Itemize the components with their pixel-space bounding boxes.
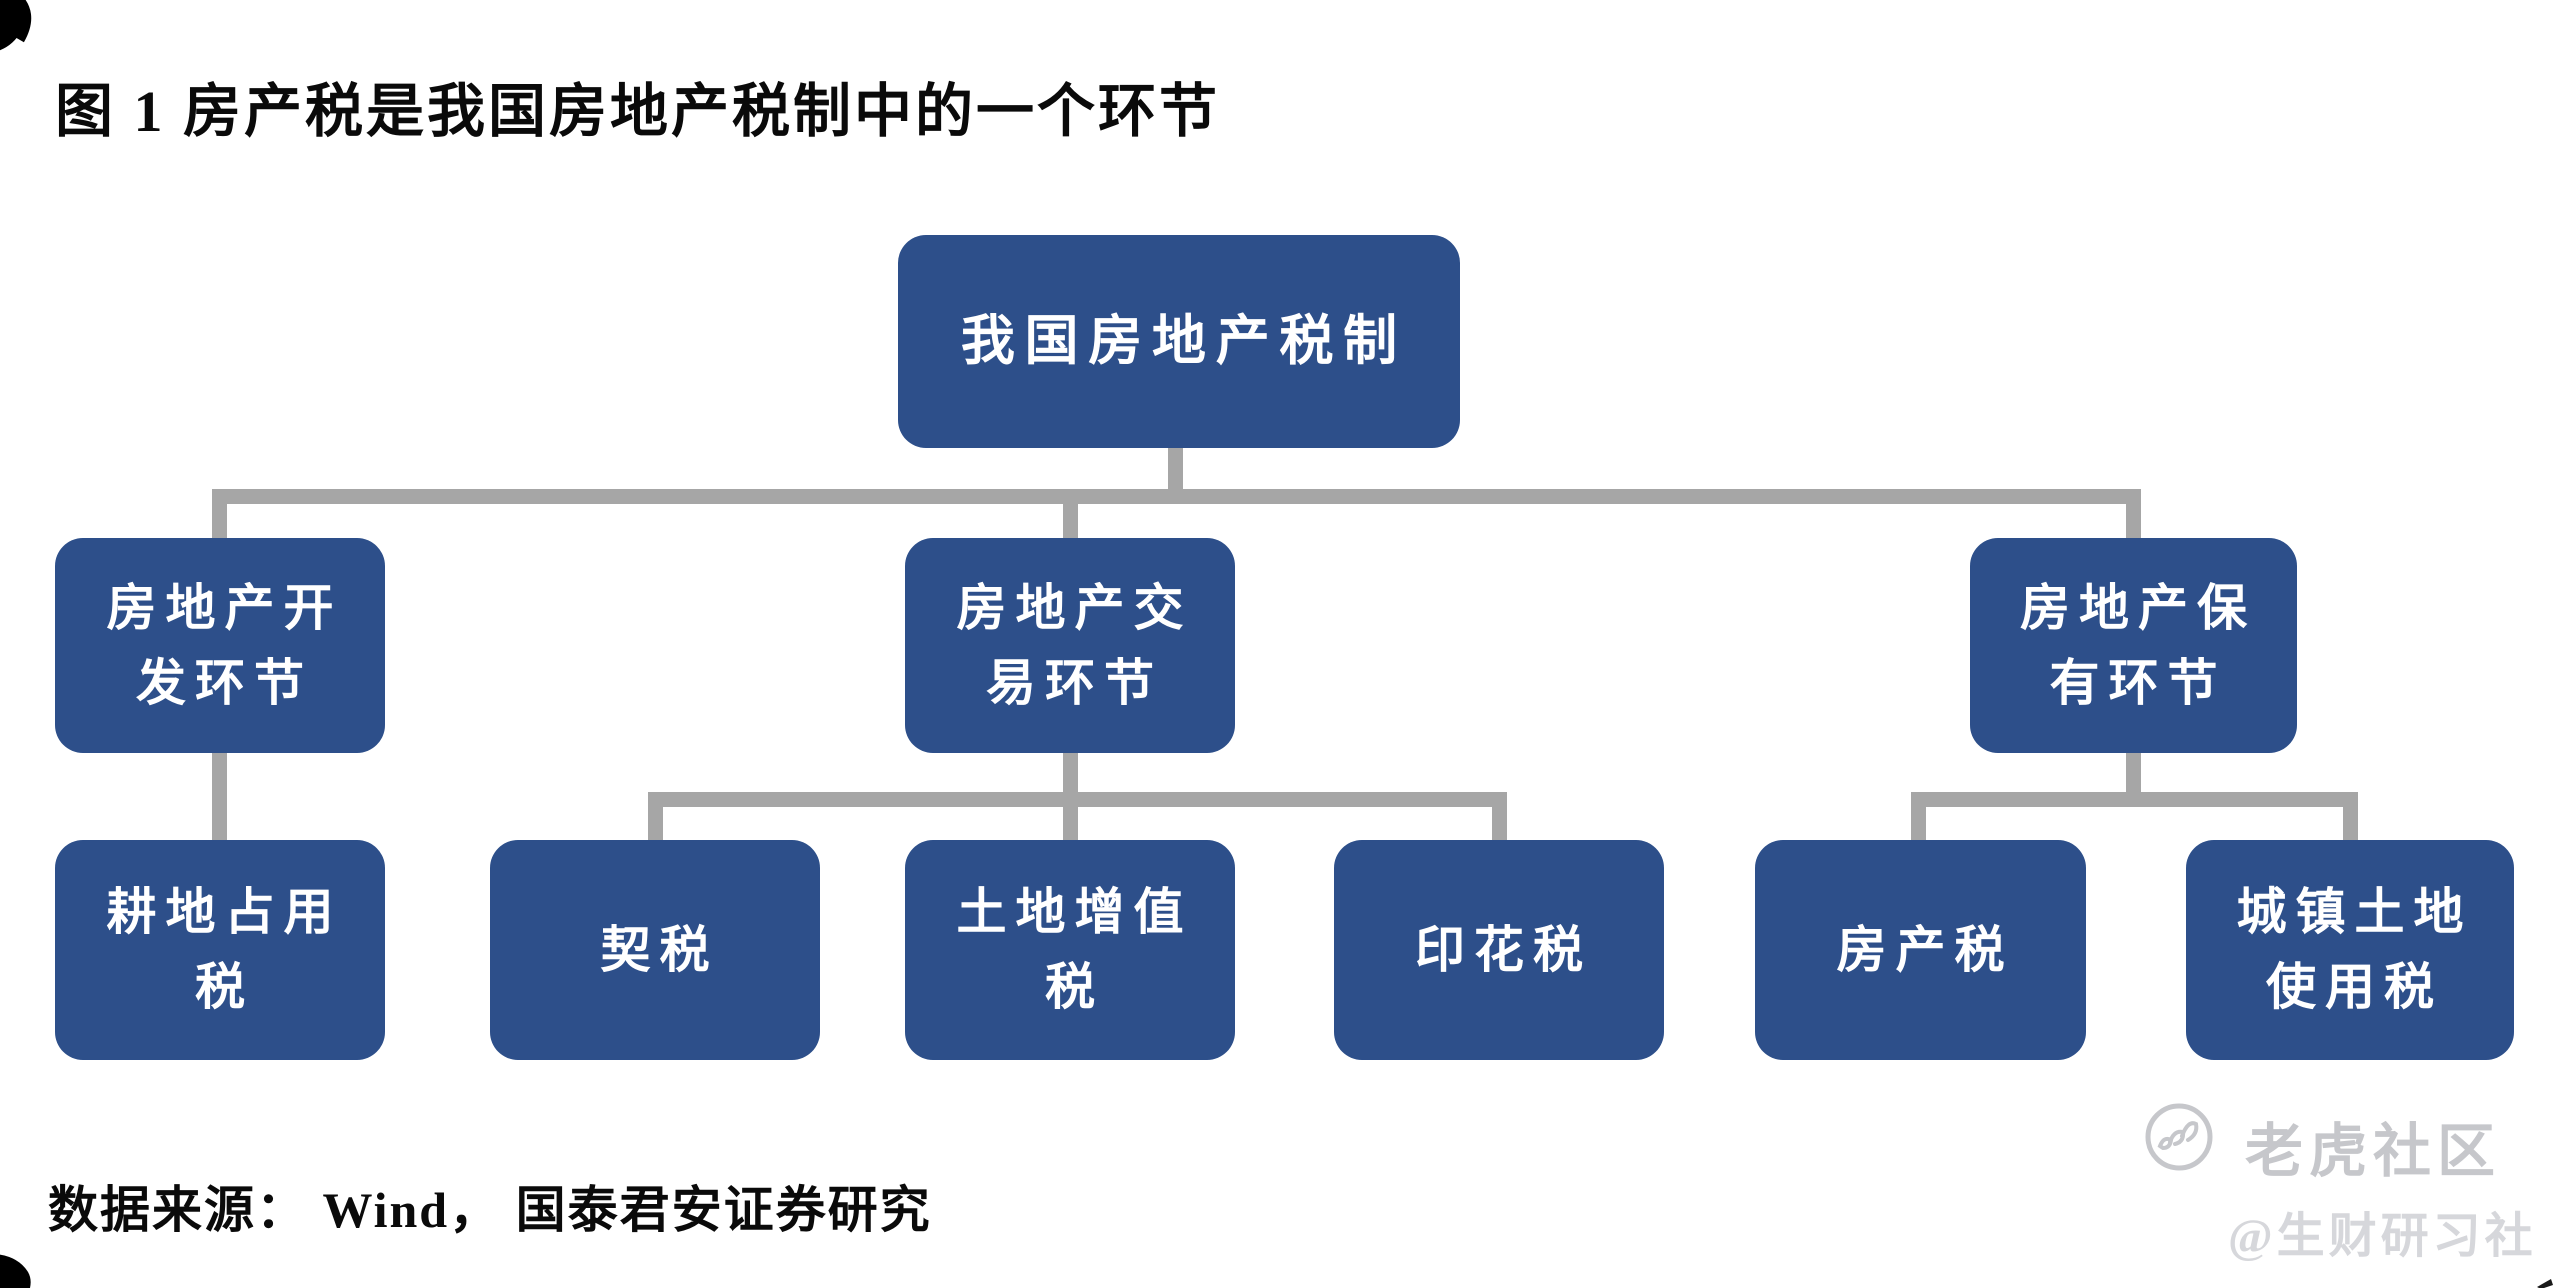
node-label: 印花税 bbox=[1415, 921, 1592, 978]
node-label: 房地产开 发环节 bbox=[106, 579, 343, 711]
node-label: 耕地占用 税 bbox=[106, 884, 343, 1015]
node-deed-tax: 契税 bbox=[490, 840, 820, 1060]
node-label: 土地增值 税 bbox=[956, 884, 1193, 1015]
cropped-corner-stroke-bottom-right bbox=[2535, 1276, 2553, 1288]
connector-trunk-level1 bbox=[212, 489, 2141, 504]
connector-drop-property bbox=[1911, 805, 1926, 842]
watermark-brand-text: 老虎社区 bbox=[2245, 1119, 2502, 1184]
node-stamp-tax: 印花税 bbox=[1334, 840, 1664, 1060]
connector-drop-stamp bbox=[1492, 805, 1507, 842]
cropped-corner-stroke-top-left bbox=[0, 0, 60, 70]
cropped-corner-stroke-bottom-left bbox=[0, 1248, 50, 1288]
node-real-estate-tax-system: 我国房地产税制 bbox=[898, 235, 1460, 448]
connector-drop-hold bbox=[2126, 502, 2141, 540]
node-farmland-occupation-tax: 耕地占用 税 bbox=[55, 840, 385, 1060]
connector-drop-dev bbox=[212, 502, 227, 540]
connector-subtrunk-hold bbox=[1911, 792, 2358, 807]
node-transaction-stage: 房地产交 易环节 bbox=[905, 538, 1235, 753]
node-property-tax: 房产税 bbox=[1755, 840, 2086, 1060]
node-label: 城镇土地 使用税 bbox=[2236, 884, 2473, 1015]
node-label: 契税 bbox=[600, 921, 719, 978]
node-label: 房地产保 有环节 bbox=[2020, 579, 2256, 711]
node-land-value-added-tax: 土地增值 税 bbox=[905, 840, 1235, 1060]
watermark-handle-text: @生财研习社 bbox=[2228, 1210, 2537, 1263]
connector-drop-deed bbox=[648, 805, 663, 842]
node-label: 我国房地产税制 bbox=[960, 311, 1407, 371]
node-development-stage: 房地产开 发环节 bbox=[55, 538, 385, 753]
node-urban-land-use-tax: 城镇土地 使用税 bbox=[2186, 840, 2514, 1060]
node-label: 房产税 bbox=[1836, 921, 2014, 978]
connector-root-stub bbox=[1168, 448, 1183, 490]
node-label: 房地产交 易环节 bbox=[956, 579, 1193, 711]
connector-drop-trade bbox=[1063, 502, 1078, 540]
tiger-circle-logo-icon bbox=[2144, 1102, 2214, 1172]
connector-subtrunk-trade bbox=[648, 792, 1507, 807]
connector-hold-to-subtrunk bbox=[2126, 753, 2141, 794]
figure-title: 图 1 房产税是我国房地产税制中的一个环节 bbox=[55, 79, 1221, 144]
node-holding-stage: 房地产保 有环节 bbox=[1970, 538, 2297, 753]
data-source-note: 数据来源： Wind， 国泰君安证券研究 bbox=[48, 1182, 932, 1238]
connector-drop-urban bbox=[2343, 805, 2358, 842]
connector-dev-to-farmland bbox=[212, 753, 227, 842]
